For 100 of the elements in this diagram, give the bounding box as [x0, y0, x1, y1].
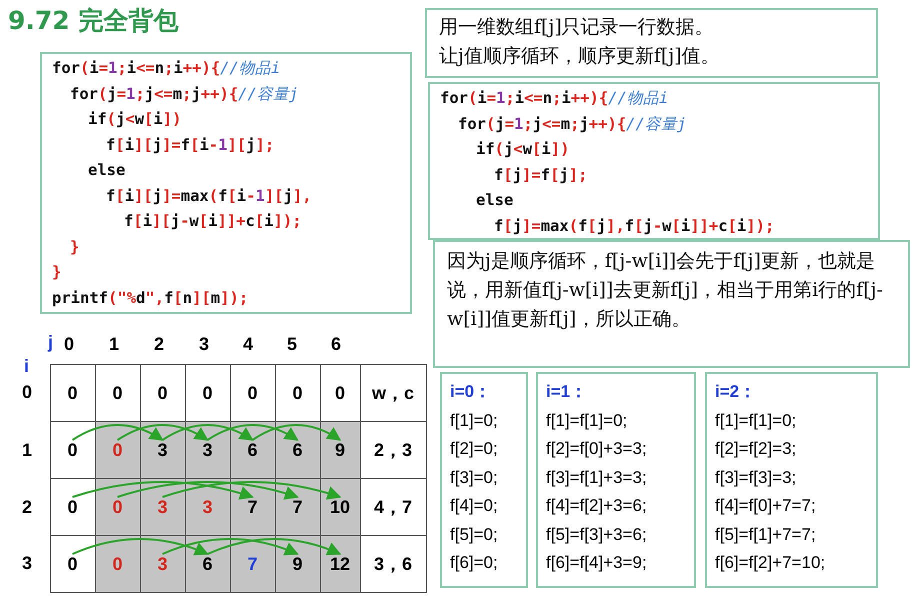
code-line: f[i][j]=max(f[i-1][j],: [106, 186, 312, 206]
trace-line: f[4]=f[2]+3=6;: [546, 495, 647, 517]
trace-line: f[6]=0;: [450, 552, 498, 574]
code-line: f[j]=f[j];: [494, 164, 588, 186]
trace-heading: i=0：: [450, 381, 492, 403]
code-line: for(i=1;i<=n;i++){//物品i: [440, 88, 668, 109]
axis-label: j: [48, 332, 54, 353]
cell-value: 7: [248, 497, 258, 517]
trace-heading: i=2：: [715, 381, 756, 403]
column-index: 1: [109, 334, 120, 355]
trace-panel: [440, 372, 528, 588]
cell-value: 0: [68, 554, 78, 574]
code-line: }: [70, 236, 80, 258]
trace-line: f[1]=0;: [450, 410, 498, 432]
arrow: [72, 481, 254, 500]
cell-value: 0: [158, 383, 168, 403]
trace-panel: [705, 372, 878, 588]
arrow: [162, 424, 254, 441]
column-index: 6: [331, 334, 342, 355]
cell-value: 3: [158, 554, 168, 574]
trace-line: f[2]=f[0]+3=3;: [546, 438, 647, 460]
column-index: 2: [154, 334, 164, 355]
arrow: [72, 424, 164, 441]
note-text: 让j值顺序循环，顺序更新f[j]值。: [439, 44, 721, 69]
cell-value: 3: [202, 497, 212, 517]
cell-value: 0: [202, 383, 212, 403]
code-line: f[i][j-w[i]]+c[i]);: [124, 211, 302, 232]
arrow: [252, 424, 342, 441]
cell-value: 0: [68, 383, 78, 403]
arrow: [117, 481, 299, 500]
cell-value: 0: [292, 383, 302, 403]
trace-line: f[6]=f[4]+3=9;: [546, 552, 647, 574]
trace-line: f[3]=f[3]=3;: [715, 466, 796, 488]
code-line: f[j]=max(f[j],f[j-w[i]]+c[i]);: [494, 216, 774, 236]
trace-line: f[1]=f[1]=0;: [546, 410, 628, 432]
code-line: printf("%d",f[n][m]);: [52, 288, 248, 308]
cell-value: 6: [248, 440, 258, 460]
column-index: 5: [287, 334, 298, 355]
row-index: 2: [22, 497, 32, 518]
row-index: 0: [22, 382, 32, 403]
code-panel: [40, 52, 412, 314]
cell-value: 7: [248, 554, 258, 574]
arrow: [162, 481, 342, 500]
trace-line: f[5]=f[3]+3=6;: [546, 524, 647, 546]
trace-line: f[4]=f[0]+7=7;: [715, 495, 816, 517]
code-line: for(j=1;j<=m;j++){//容量j: [70, 84, 298, 104]
row-index: 1: [22, 440, 32, 461]
code-line: else: [476, 190, 514, 211]
trace-line: f[3]=f[1]+3=3;: [546, 466, 647, 488]
column-index: 3: [199, 334, 210, 355]
code-line: for(j=1;j<=m;j++){//容量j: [458, 114, 686, 134]
trace-heading: i=1：: [546, 381, 588, 403]
explanation-panel: [433, 240, 910, 368]
code-line: else: [88, 160, 126, 181]
cell-value: 0: [112, 440, 122, 460]
arrow: [72, 538, 209, 556]
cell-value: 3: [158, 440, 168, 460]
trace-line: f[6]=f[2]+7=10;: [715, 552, 826, 574]
code-line: if(j<w[i]): [476, 139, 570, 160]
axis-label: i: [24, 356, 30, 377]
trace-line: f[1]=f[1]=0;: [715, 410, 796, 432]
arrow: [162, 538, 299, 556]
explanation-text: 因为j是顺序循环，f[j-w[i]]会先于f[j]更新，也就是说，用新值f[j-w[i]]去更新f[j]，相当于用第i行的f[j-w[i]]值更新f[j]，所以正确。: [447, 249, 884, 332]
cell-value: 0: [112, 554, 122, 574]
code-line: }: [52, 262, 62, 283]
trace-line: f[5]=f[1]+7=7;: [715, 524, 816, 546]
cell-value: 10: [330, 497, 350, 517]
cell-value: 0: [112, 383, 122, 403]
cell-value: 0: [248, 383, 258, 403]
cell-value: 0: [68, 497, 78, 517]
arrow: [206, 424, 299, 441]
code-panel: [428, 82, 880, 240]
cell-value: 0: [68, 440, 78, 460]
column-index: 0: [64, 334, 74, 355]
trace-line: f[5]=0;: [450, 524, 498, 546]
cell-value: 3: [158, 497, 168, 517]
cell-value: 7: [292, 497, 302, 517]
cell-value: 9: [335, 440, 345, 460]
cell-value: 3: [202, 440, 212, 460]
trace-line: f[2]=f[2]=3;: [715, 438, 796, 460]
cell-value: 9: [292, 554, 302, 574]
trace-line: f[4]=0;: [450, 495, 498, 517]
cell-value: 12: [330, 554, 350, 574]
code-line: f[i][j]=f[i-1][j];: [106, 134, 274, 156]
cell-value: 0: [335, 383, 345, 403]
cell-value: 6: [292, 440, 302, 460]
arrow: [116, 424, 209, 441]
trace-line: f[3]=0;: [450, 466, 498, 488]
cell-value: 6: [202, 554, 212, 574]
code-line: if(j<w[i]): [88, 109, 182, 130]
note-text: 用一维数组f[j]只记录一行数据。: [439, 15, 715, 40]
trace-panel: [536, 372, 696, 588]
note-panel: [425, 8, 878, 78]
code-line: for(i=1;i<=n;i++){//物品i: [52, 58, 280, 79]
row-index: 3: [22, 553, 32, 574]
arrow: [207, 538, 342, 556]
column-index: 4: [243, 334, 254, 355]
trace-line: f[2]=0;: [450, 438, 498, 460]
cell-value: 0: [112, 497, 122, 517]
slide-title: 9.72 完全背包: [8, 5, 178, 37]
